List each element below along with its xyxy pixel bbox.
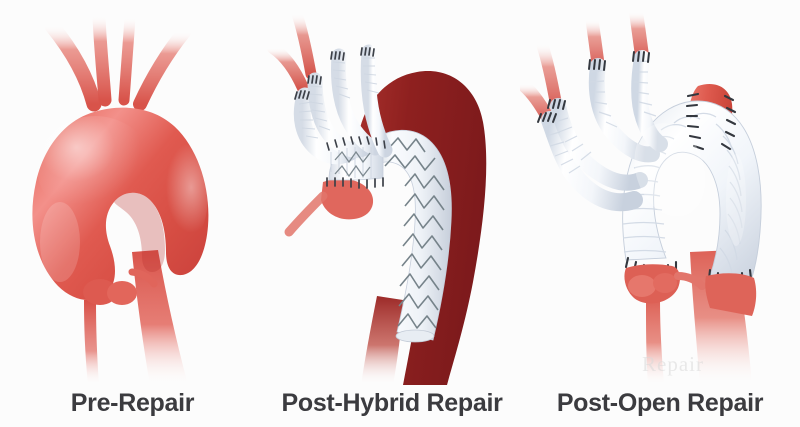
- descending-aorta-native: [361, 296, 403, 385]
- branch-graft-left-carotid: [588, 58, 660, 163]
- stent-window-struts: [334, 150, 371, 178]
- coronary-artery: [284, 191, 328, 237]
- highlight-secondary: [148, 142, 208, 250]
- native-carotid-stump: [536, 38, 562, 110]
- suture-line-graft-to-aorta: [326, 177, 384, 189]
- graft-highlight: [634, 123, 706, 217]
- illustration-post-hybrid-repair: [265, 0, 520, 385]
- aortic-sinus-right: [653, 273, 677, 293]
- endovascular-stent-graft: [374, 129, 452, 343]
- suture-line-patch-anastomosis: [685, 92, 737, 151]
- illustration-post-open-repair: [520, 0, 800, 385]
- caption-post-open-repair: Post-Open Repair: [556, 389, 764, 417]
- caption-row: Pre-Repair Post-Hybrid Repair Post-Open …: [0, 383, 800, 427]
- aortic-root-region: [624, 264, 706, 304]
- suture-line-branch-anastomoses: [537, 51, 650, 123]
- branch-graft-carotid: [550, 98, 648, 191]
- native-carotid-stump: [291, 8, 317, 80]
- graft-highlight-right: [726, 154, 746, 246]
- left-subclavian-artery: [133, 25, 191, 111]
- stent-wire-struts: [384, 137, 445, 329]
- aortic-root-outflow: [84, 300, 99, 385]
- native-branch-vessels: [267, 0, 375, 94]
- caption-post-hybrid-repair: Post-Hybrid Repair: [281, 389, 503, 417]
- branch-graft-subclavian: [360, 44, 393, 158]
- aortic-root-outflow: [646, 300, 664, 385]
- post-hybrid-svg: [267, 0, 487, 385]
- descending-aorta: [132, 250, 188, 385]
- native-left-carotid-stump: [585, 13, 605, 71]
- pre-repair-svg: [32, 9, 209, 385]
- illustration-pre-repair: [0, 0, 265, 385]
- aortic-root-region: [284, 178, 374, 237]
- native-branch-stumps: [520, 5, 649, 125]
- highlight-primary: [37, 116, 153, 220]
- aortic-sinus-right: [107, 281, 137, 305]
- left-common-carotid-artery: [92, 9, 112, 107]
- aortic-root: [321, 178, 374, 220]
- post-open-svg: [520, 5, 762, 385]
- stent-distal-edge: [395, 329, 435, 343]
- arch-branch-vessels: [44, 9, 191, 112]
- graft-corrugations: [298, 57, 380, 178]
- aortic-sinus-left: [628, 275, 656, 297]
- distal-native-cuff: [705, 273, 757, 316]
- debranching-graft: [293, 44, 393, 189]
- branch-grafts: [541, 50, 668, 212]
- highlight-lower-left: [40, 202, 80, 282]
- caption-pre-repair: Pre-Repair: [70, 389, 195, 417]
- branch-graft-corrugations: [542, 60, 657, 174]
- left-carotid-branch: [118, 12, 136, 106]
- coronary-stub: [128, 268, 158, 288]
- branch-graft-innominate: [541, 111, 643, 212]
- coronary-stub: [674, 272, 706, 290]
- brachiocephalic-trunk: [44, 18, 102, 112]
- suture-line-stent-landing: [326, 136, 386, 151]
- native-innominate-stump: [520, 77, 555, 125]
- native-innominate-stump: [267, 42, 309, 94]
- branch-graft-subclavian: [631, 50, 668, 152]
- native-subclavian-stump: [629, 5, 649, 63]
- aortic-sinus-left: [83, 279, 117, 305]
- suture-line-proximal-branches: [294, 47, 375, 100]
